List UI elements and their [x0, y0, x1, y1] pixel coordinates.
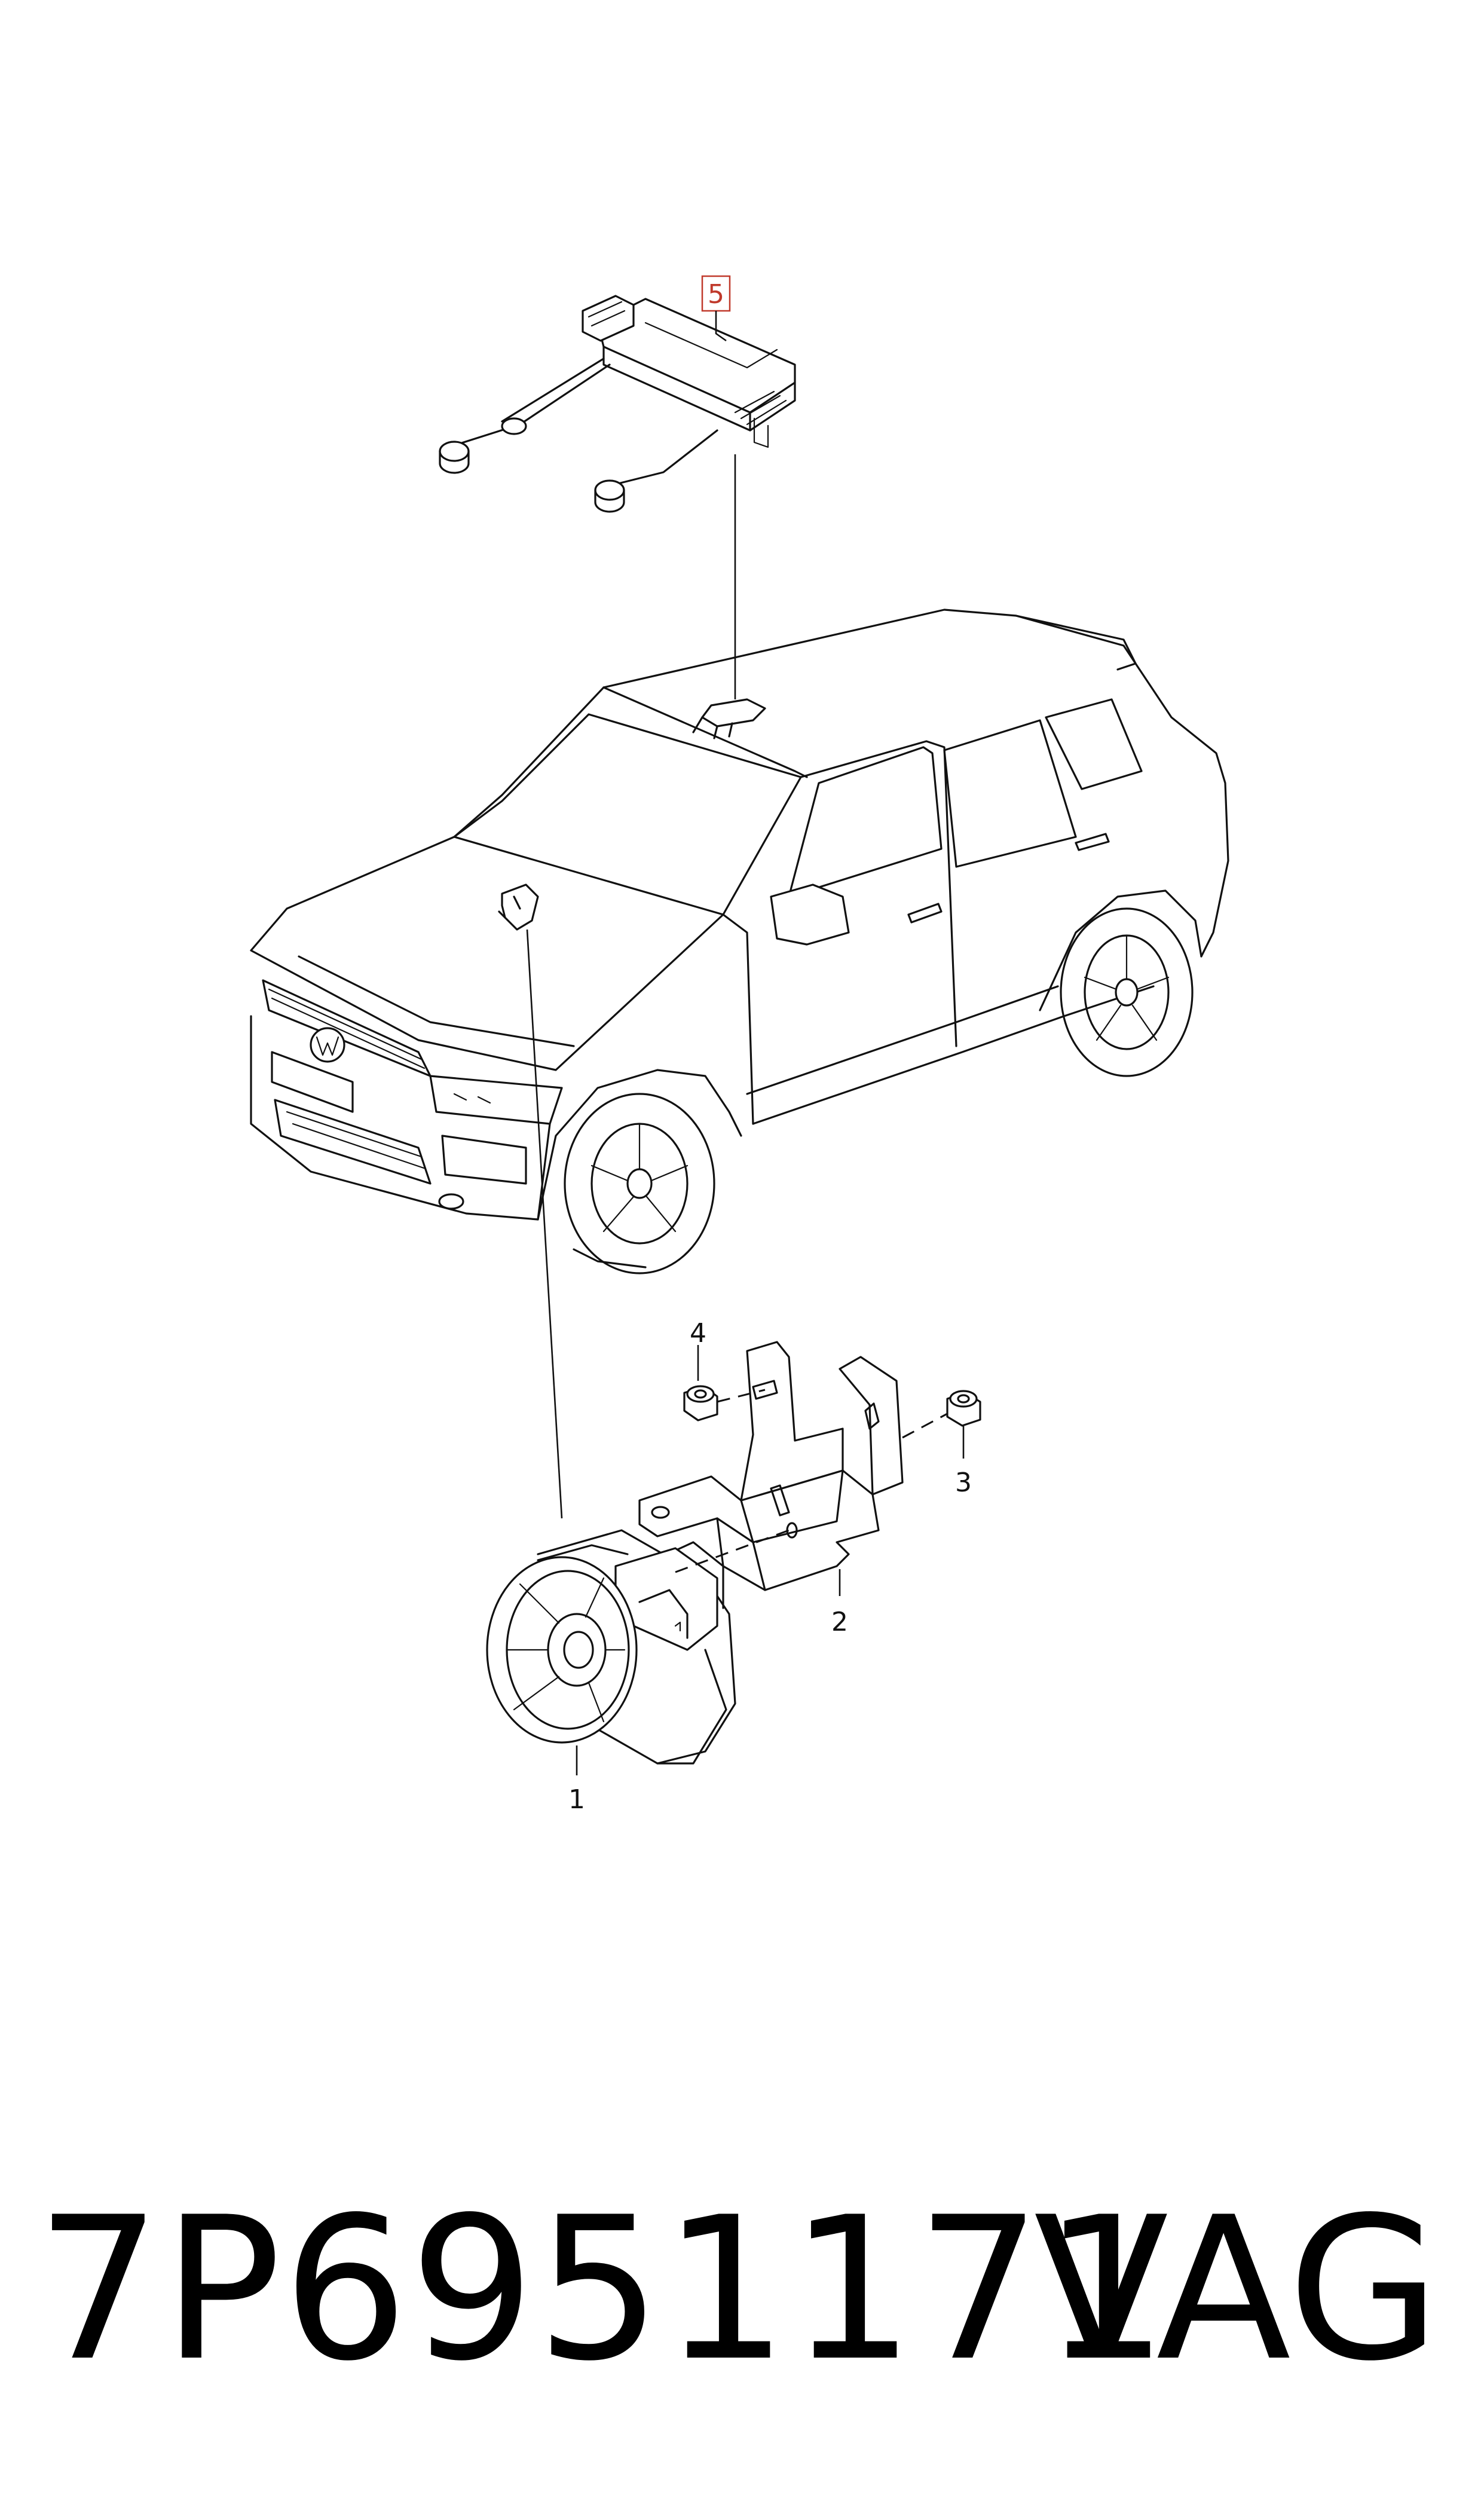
callout-5[interactable]: 5 [701, 275, 731, 312]
nut-left-dash [717, 1389, 766, 1403]
nut-right-dash [902, 1413, 948, 1439]
brand-label: VAG [1033, 2175, 1440, 2404]
callout-1[interactable]: 1 [568, 1784, 585, 1815]
callout-2[interactable]: 2 [831, 1607, 848, 1637]
part-number: 7P6951171 [36, 2175, 1170, 2404]
nut-right[interactable] [946, 1390, 981, 1427]
windshield-location-marker [498, 883, 539, 931]
mounting-bracket[interactable] [638, 1341, 904, 1591]
alarm-horn[interactable] [486, 1529, 736, 1765]
callout-4[interactable]: 4 [690, 1318, 706, 1349]
footer: 7P6951171 VAG [36, 2176, 1458, 2403]
windshield-to-horn-line [526, 929, 563, 1519]
callout-5-leader [715, 311, 727, 342]
sensor-module[interactable] [439, 295, 796, 513]
roof-location-marker [692, 698, 766, 739]
nut-left[interactable] [683, 1385, 718, 1421]
svg-text:5: 5 [708, 279, 724, 310]
callout-3[interactable]: 3 [955, 1468, 972, 1498]
vehicle-outline [250, 609, 1229, 1274]
